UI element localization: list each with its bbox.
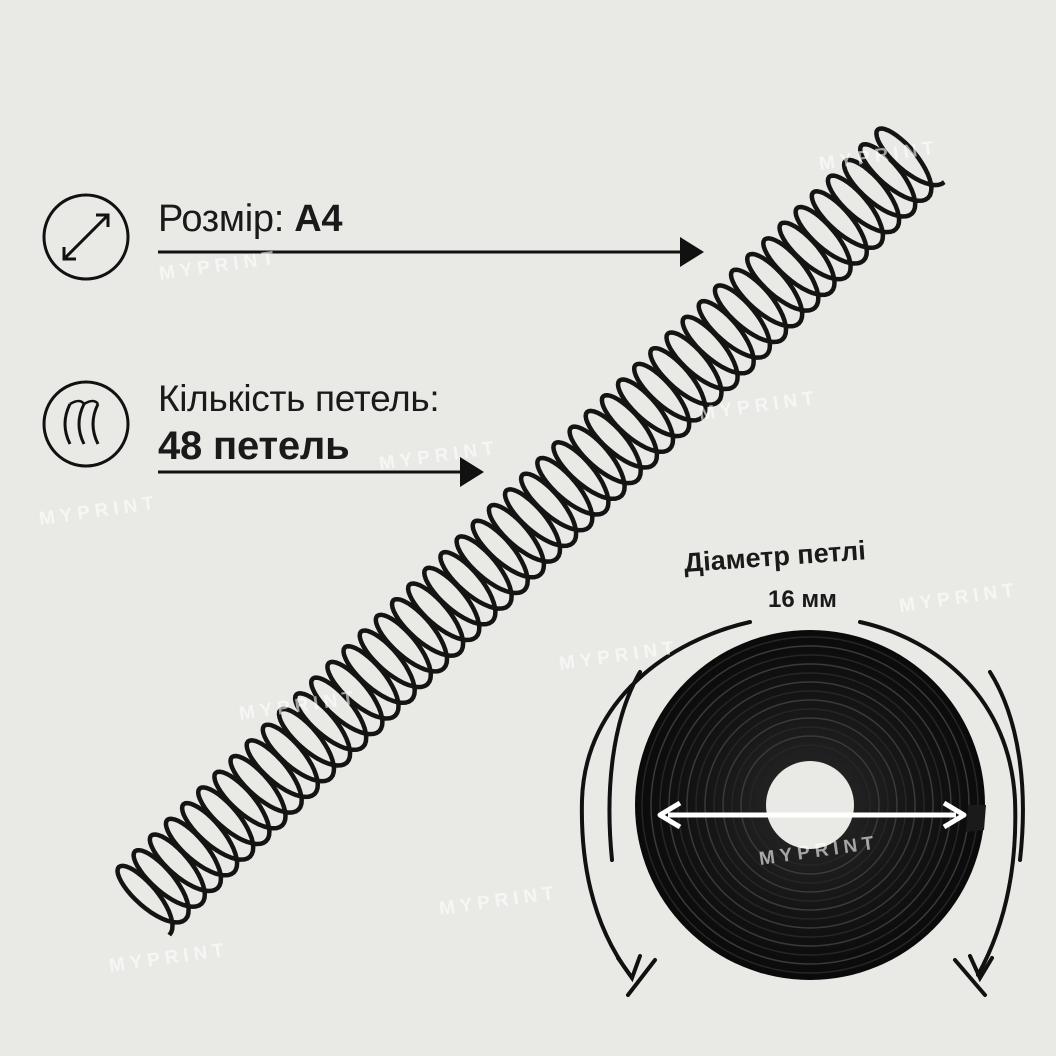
watermark-text: MYPRINT <box>378 437 500 475</box>
coil-rings <box>641 636 979 974</box>
coil-ring <box>731 726 889 884</box>
resize-arrows-icon <box>42 193 130 281</box>
watermark-text: MYPRINT <box>698 387 820 425</box>
watermark-text: MYPRINT <box>898 579 1020 617</box>
watermark-text: MYPRINT <box>438 882 560 920</box>
spring-wire <box>115 126 946 937</box>
watermark-text: MYPRINT <box>108 939 230 977</box>
coil-ring <box>704 699 916 911</box>
binding-spring <box>115 126 946 937</box>
coil-ring <box>749 744 871 866</box>
coil-ring <box>722 717 898 893</box>
coil-ring <box>686 681 934 929</box>
size-value: A4 <box>294 198 343 240</box>
coil-loops-icon <box>42 380 130 468</box>
coil-ring <box>695 690 925 920</box>
diameter-arrow <box>657 800 967 830</box>
diameter-value: 16 мм <box>768 586 837 613</box>
watermark-text: MYPRINT <box>558 637 680 675</box>
size-label: Розмір: A4 <box>158 198 343 240</box>
coil-ring <box>713 708 907 902</box>
coil-ring <box>740 735 880 875</box>
coil-end-view <box>635 630 986 980</box>
loops-value: 48 петель <box>158 424 350 468</box>
loops-caption: Кількість петель: <box>158 378 440 419</box>
coil-ring <box>659 654 961 956</box>
watermark-text: MYPRINT <box>38 492 160 530</box>
rotation-arcs <box>579 620 1025 997</box>
